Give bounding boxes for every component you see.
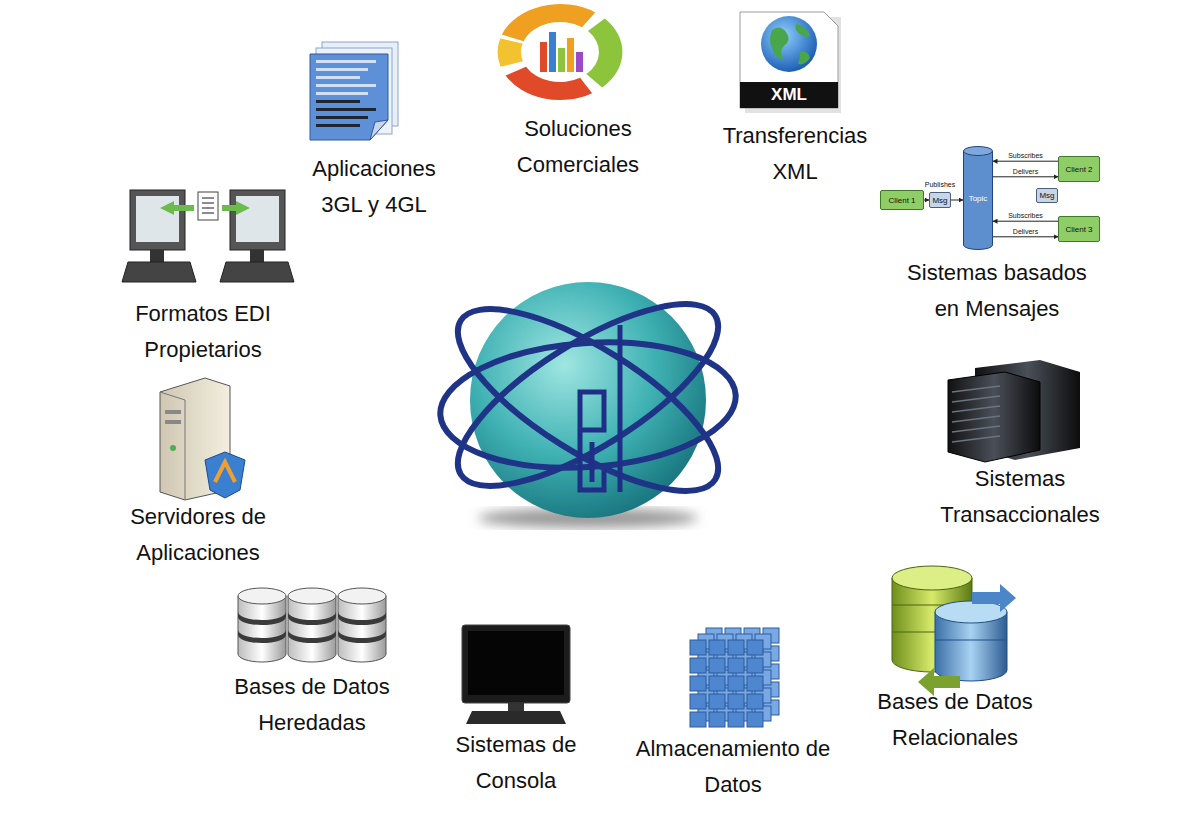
message-box: Msg — [929, 192, 951, 208]
icon-caption: Sistemas basados en Mensajes — [895, 255, 1100, 327]
business-cycle-icon — [498, 4, 623, 100]
icon-caption: Sistemas Transaccionales — [915, 461, 1125, 533]
connector-arrow — [993, 236, 1058, 237]
edge-label: Delivers — [1012, 168, 1039, 176]
connector-arrow — [951, 200, 963, 201]
icon-caption: Servidores de Aplicaciones — [118, 499, 278, 571]
icon-caption: Bases de Datos Relacionales — [860, 684, 1050, 756]
code-sheet-icon — [310, 42, 398, 140]
file-type-text: XML — [740, 85, 838, 105]
connector-arrow — [993, 176, 1058, 177]
server-rack-icon — [948, 360, 1080, 462]
node-text: Client 2 — [1065, 165, 1092, 174]
message-box: Msg — [1036, 188, 1058, 203]
icon-caption: Soluciones Comerciales — [498, 111, 658, 183]
message-box: Client 1 — [880, 190, 924, 210]
edge-label: Subscribes — [1007, 212, 1044, 220]
icon-caption: Bases de Datos Heredadas — [222, 669, 402, 741]
app-server-icon — [160, 378, 245, 500]
message-box: Client 2 — [1058, 156, 1100, 182]
node-text: Topic — [969, 194, 988, 203]
icon-caption: Almacenamiento de Datos — [636, 731, 831, 803]
data-cube-icon — [690, 628, 779, 727]
icon-caption: Formatos EDI Propietarios — [123, 296, 283, 368]
edge-label: Delivers — [1012, 228, 1039, 236]
globe-logo — [433, 271, 743, 528]
icon-caption: Aplicaciones 3GL y 4GL — [289, 151, 459, 223]
node-text: Msg — [1039, 191, 1054, 200]
topic-cylinder: Topic — [963, 146, 993, 250]
console-icon — [462, 625, 570, 724]
edge-label: Publishes — [924, 181, 956, 189]
message-box: Client 3 — [1058, 216, 1100, 242]
node-text: Client 3 — [1065, 225, 1092, 234]
relational-db-icon — [892, 566, 1016, 696]
connector-arrow — [993, 161, 1058, 162]
icon-caption: Transferencias XML — [705, 118, 885, 190]
icon-caption: Sistemas de Consola — [441, 727, 591, 799]
legacy-db-icon — [238, 588, 386, 662]
edge-label: Subscribes — [1007, 152, 1044, 160]
connector-arrow — [993, 221, 1058, 222]
node-text: Msg — [932, 196, 947, 205]
edi-computers-icon — [122, 190, 294, 282]
xml-file-icon — [740, 12, 841, 113]
node-text: Client 1 — [888, 196, 915, 205]
